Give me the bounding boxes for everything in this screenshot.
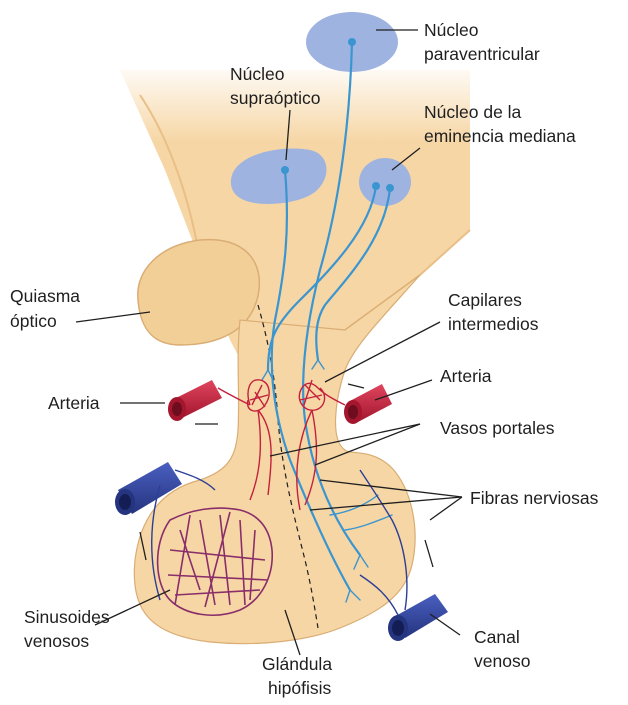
label-quiasma: Quiasma óptico	[10, 286, 85, 331]
artery-left-icon	[168, 380, 222, 421]
label-sinusoides: Sinusoides venosos	[24, 607, 115, 651]
label-glandula: Glándula hipófisis	[262, 654, 337, 698]
vein-right-icon	[388, 594, 448, 641]
artery-right-icon	[344, 384, 392, 424]
label-arteria-left: Arteria	[48, 393, 100, 413]
label-fibras-nerviosas: Fibras nerviosas	[470, 488, 599, 508]
label-canal-venoso: Canal venoso	[474, 627, 530, 671]
nucleus-eminencia-icon	[359, 158, 411, 206]
label-nucleo-paraventricular: Núcleo paraventricular	[424, 20, 540, 64]
label-arteria-right: Arteria	[440, 366, 492, 386]
label-capilares: Capilares intermedios	[448, 290, 539, 334]
label-vasos-portales: Vasos portales	[440, 418, 555, 438]
